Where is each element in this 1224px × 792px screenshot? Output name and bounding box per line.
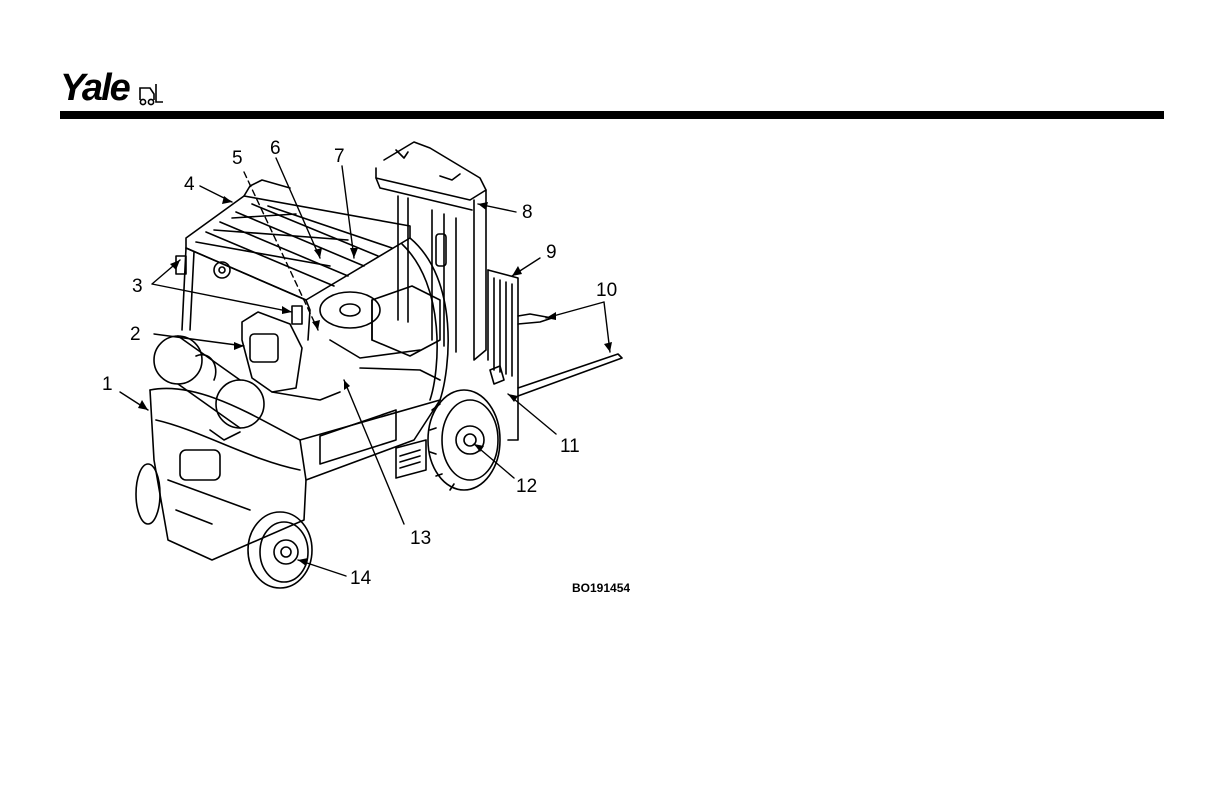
callout-9: 9 [546, 242, 557, 263]
callout-1: 1 [102, 374, 113, 395]
leader-lines [120, 158, 610, 576]
callout-3: 3 [132, 276, 143, 297]
figure-id: BO191454 [572, 581, 630, 595]
callout-10: 10 [596, 280, 617, 301]
callout-7: 7 [334, 146, 345, 167]
callout-6: 6 [270, 138, 281, 159]
callout-14: 14 [350, 568, 372, 589]
callout-12: 12 [516, 476, 537, 497]
mast [376, 142, 486, 360]
callout-8: 8 [522, 202, 533, 223]
callout-2: 2 [130, 324, 141, 345]
callout-11: 11 [560, 436, 580, 457]
steering-and-dash [320, 286, 440, 358]
front-wheel [428, 390, 500, 490]
callout-4: 4 [184, 174, 195, 195]
callout-13: 13 [410, 528, 431, 549]
chassis [150, 368, 440, 560]
callout-labels: 1 2 3 4 5 6 7 8 9 10 11 12 13 14 BO19145… [102, 138, 630, 595]
rear-wheels [136, 464, 312, 588]
callout-5: 5 [232, 148, 243, 169]
